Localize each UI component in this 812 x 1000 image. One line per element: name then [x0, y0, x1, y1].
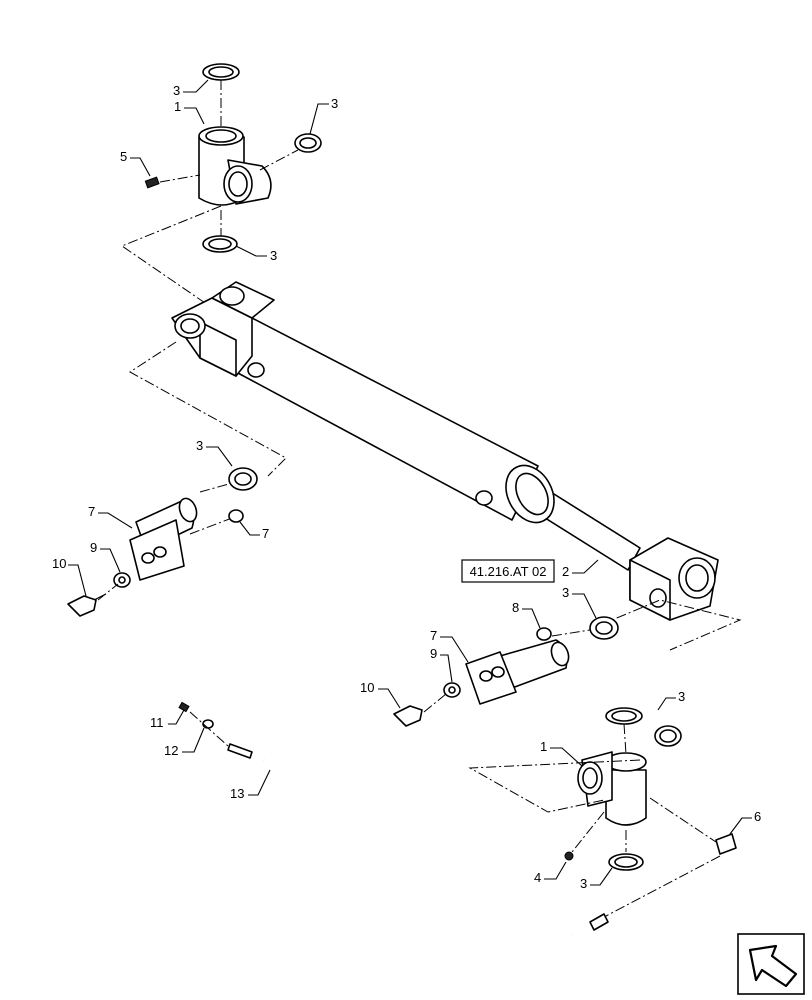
callout-13: 13	[230, 786, 244, 801]
callout-7-b: 7	[262, 526, 269, 541]
callout-2: 2	[562, 564, 569, 579]
callout-3-b: 3	[331, 96, 338, 111]
callout-4: 4	[534, 870, 541, 885]
top-tee-fitting	[144, 63, 322, 253]
callout-3-d: 3	[196, 438, 203, 453]
cylinder-centerlines	[129, 341, 742, 651]
bottom-assembly-centerlines	[468, 723, 721, 917]
callout-10-a: 10	[52, 556, 66, 571]
left-pin-assembly	[67, 467, 258, 617]
reference-box[interactable]: 41.216.AT 02	[461, 559, 555, 583]
callout-11: 11	[150, 715, 164, 730]
callout-3-e: 3	[562, 585, 569, 600]
callouts: 1 3 3 5 3 3 7 7 9 10 2 3 8 7 9 10	[52, 79, 761, 891]
top-assembly-centerlines	[120, 80, 299, 306]
callout-8: 8	[512, 600, 519, 615]
callout-1-bottom: 1	[540, 739, 547, 754]
callout-6: 6	[754, 809, 761, 824]
callout-10-b: 10	[360, 680, 374, 695]
callout-1-top: 1	[174, 99, 181, 114]
callout-9-b: 9	[430, 646, 437, 661]
callout-9-a: 9	[90, 540, 97, 555]
callout-12: 12	[164, 743, 178, 758]
callout-3-f: 3	[678, 689, 685, 704]
callout-7-a: 7	[88, 504, 95, 519]
callout-5: 5	[120, 149, 127, 164]
bottom-tee-fitting	[564, 707, 737, 871]
reference-box-label: 41.216.AT 02	[470, 564, 547, 579]
callout-3-a: 3	[173, 83, 180, 98]
hydraulic-cylinder	[171, 281, 719, 621]
callout-3-g: 3	[580, 876, 587, 891]
hose-assembly	[178, 701, 609, 952]
callout-3-c: 3	[270, 248, 277, 263]
next-page-arrow-icon[interactable]	[737, 933, 805, 995]
right-pin-assembly	[393, 616, 619, 727]
callout-7-c: 7	[430, 628, 437, 643]
